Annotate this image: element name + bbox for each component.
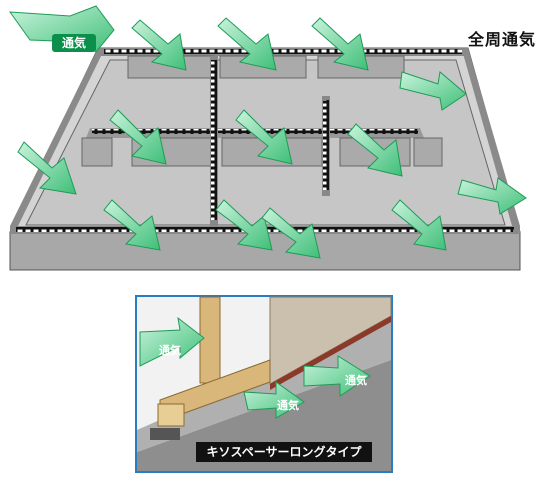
detail-arrows bbox=[139, 316, 371, 419]
page-title: 全周通気 bbox=[467, 30, 536, 49]
detail-caption: キソスペーサーロングタイプ bbox=[196, 442, 372, 462]
detail-label-left: 通気 bbox=[159, 343, 181, 357]
detail-label-right: 通気 bbox=[345, 373, 367, 387]
airflow-arrows bbox=[8, 5, 527, 259]
top-arrow-label: 通気 bbox=[62, 35, 86, 50]
detail-caption-text: キソスペーサーロングタイプ bbox=[207, 444, 363, 459]
detail-label-center: 通気 bbox=[277, 398, 299, 412]
top-arrow-tag: 通気 bbox=[52, 34, 96, 52]
